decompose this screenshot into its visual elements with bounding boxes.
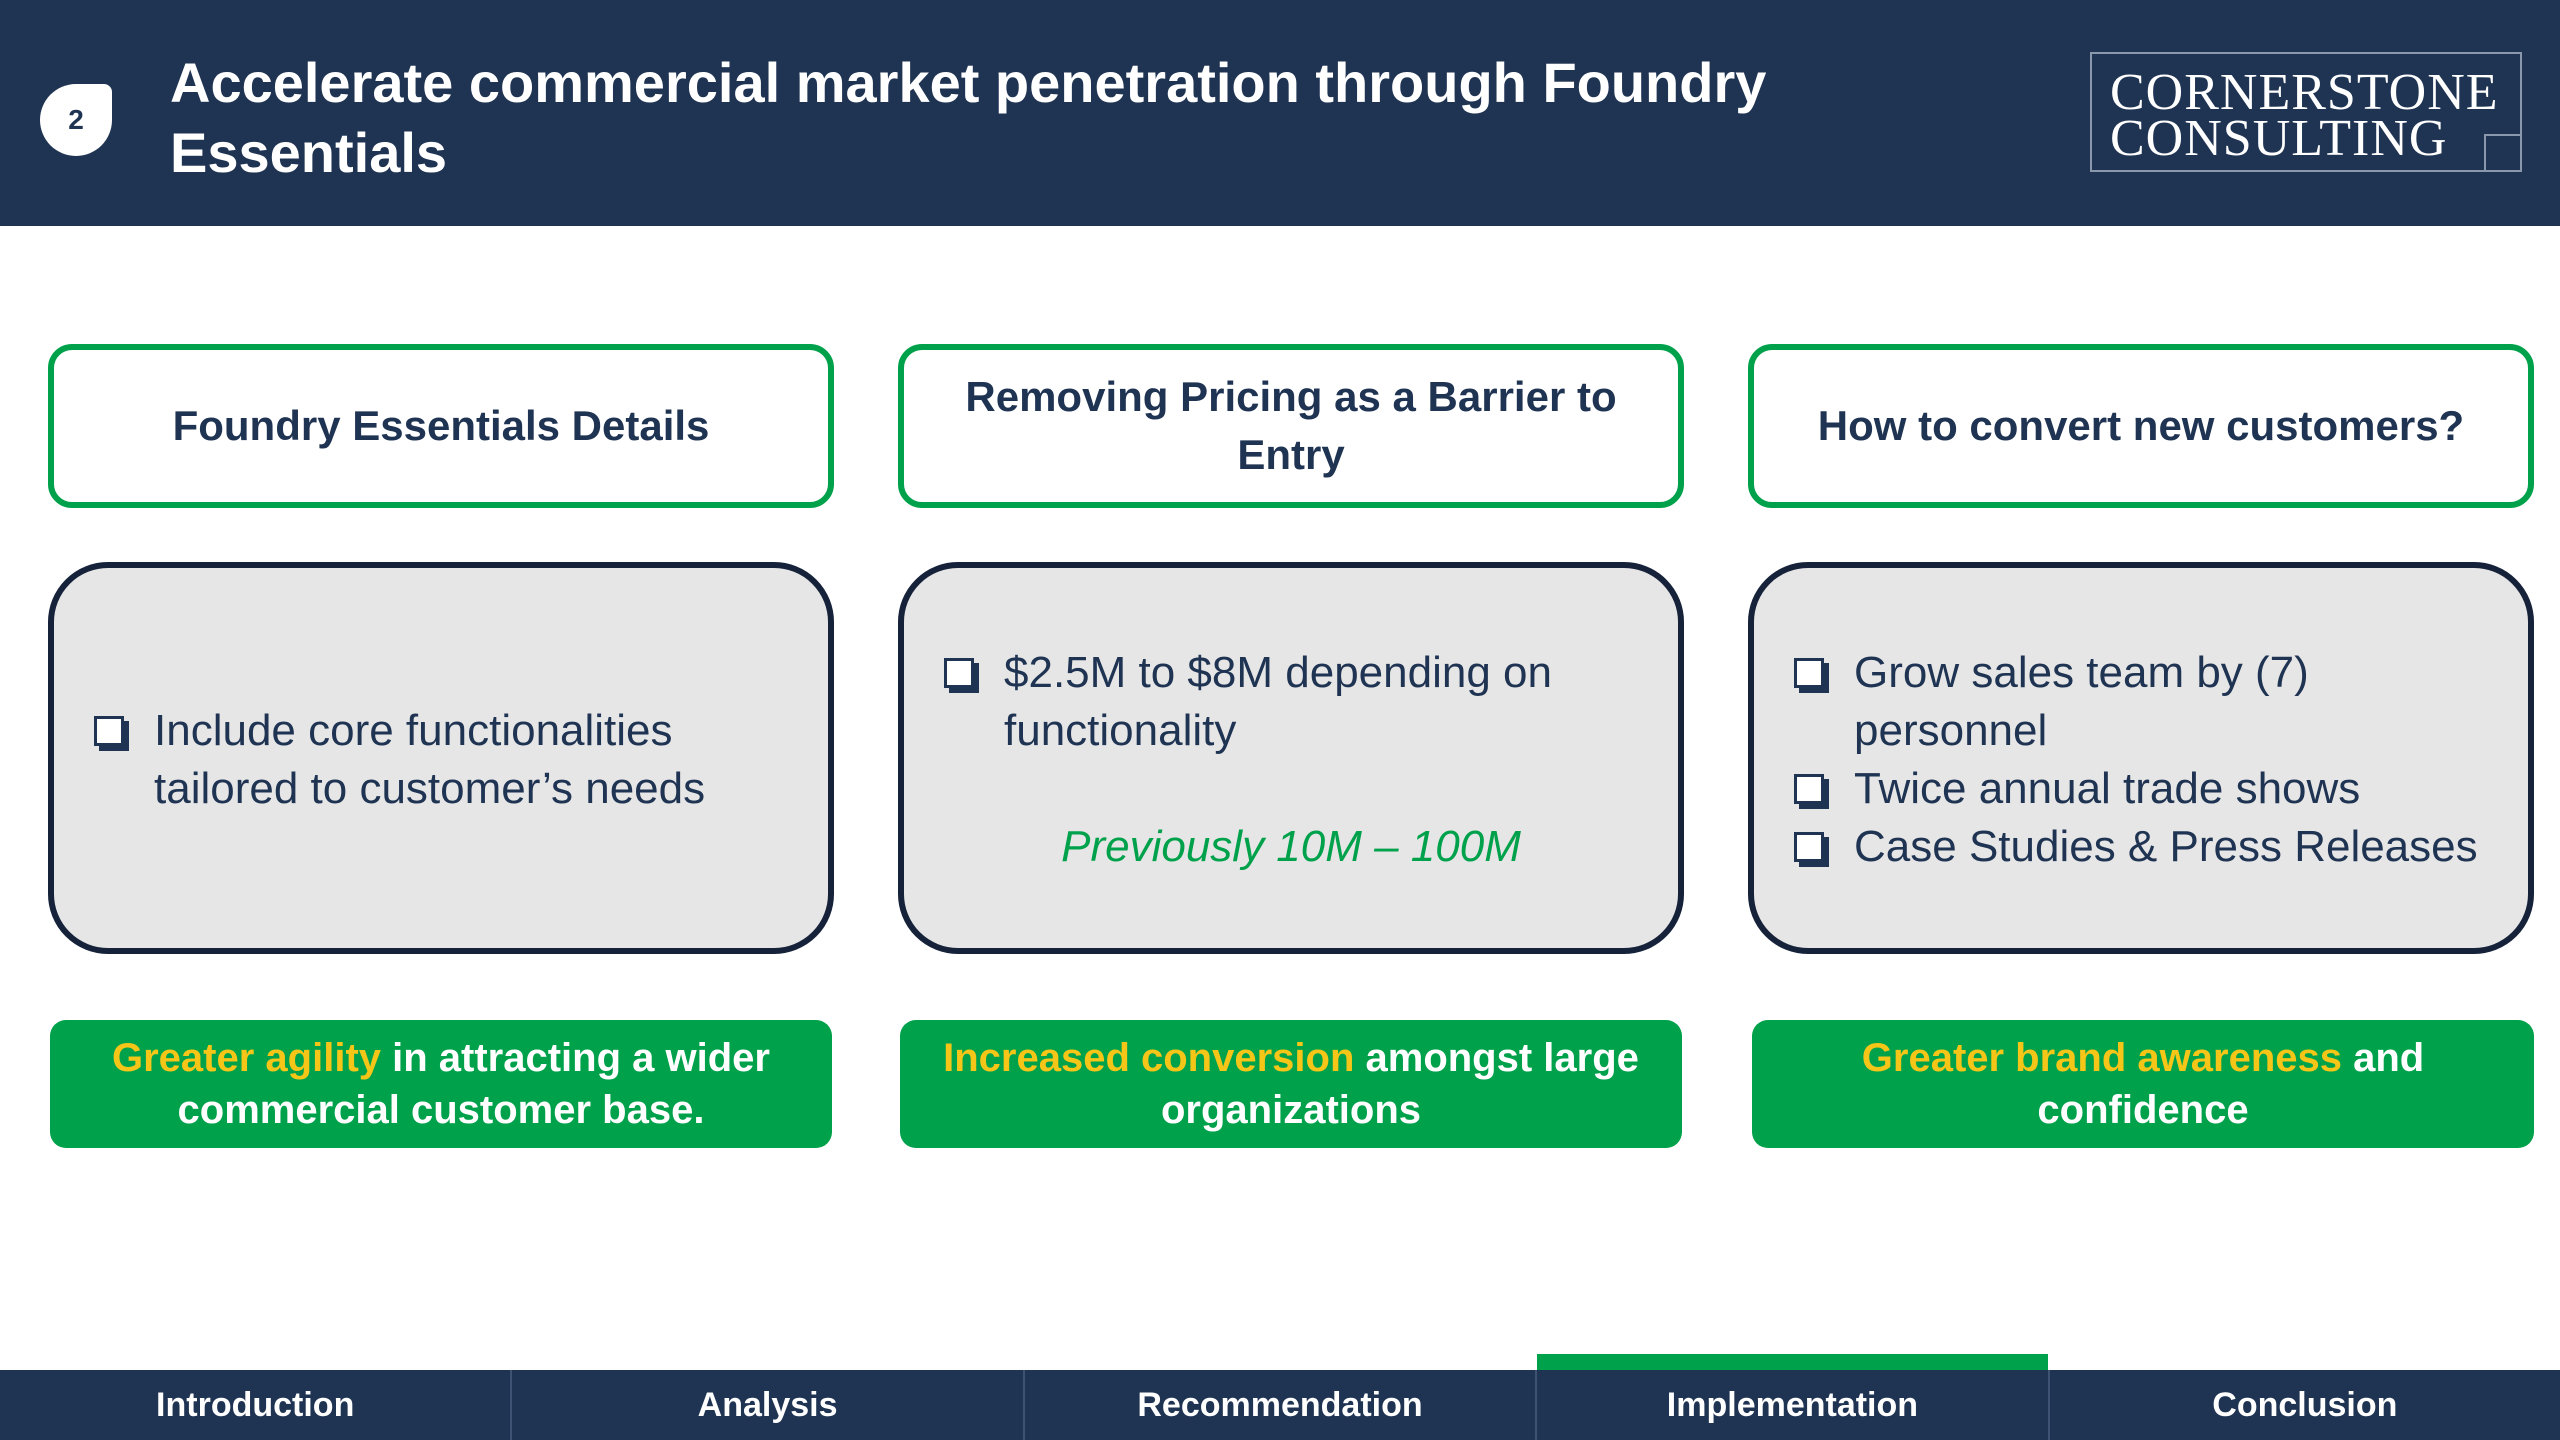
logo-corner-mark [2484,134,2522,172]
nav-tab-conclusion[interactable]: Conclusion [2047,1370,2560,1440]
bullet-item: Grow sales team by (7) personnel [1794,644,2514,760]
nav-tab-recommendation[interactable]: Recommendation [1022,1370,1535,1440]
previous-price-note: Previously 10M – 100M [1061,822,1521,871]
slide-title: Accelerate commercial market penetration… [170,51,1767,184]
outcome-highlight: Increased conversion [943,1036,1355,1080]
company-logo: CORNERSTONE CONSULTING [2090,52,2522,172]
logo-line-1: CORNERSTONE [2110,64,2499,121]
logo-line-2: CONSULTING [2110,110,2448,167]
bullet-list: Grow sales team by (7) personnel Twice a… [1794,644,2514,876]
column-heading-details: Foundry Essentials Details [48,344,834,508]
bullet-item: Twice annual trade shows [1794,760,2514,818]
bullet-list: $2.5M to $8M depending on functionality [944,644,1664,760]
column-heading-convert: How to convert new customers? [1748,344,2534,508]
column-body-details: Include core functionalities tailored to… [48,562,834,954]
nav-tab-introduction[interactable]: Introduction [156,1385,355,1424]
outcome-highlight: Greater agility [112,1036,382,1080]
column-body-convert: Grow sales team by (7) personnel Twice a… [1748,562,2534,954]
column-heading-pricing: Removing Pricing as a Barrier to Entry [898,344,1684,508]
outcome-highlight: Greater brand awareness [1861,1036,2342,1080]
bullet-item: Include core functionalities tailored to… [94,702,794,818]
slide-number-badge: 2 [40,84,112,156]
outcome-text: in attracting a wider commercial custome… [177,1036,770,1132]
bullet-item: Case Studies & Press Releases [1794,818,2514,876]
header-bar: 2 Accelerate commercial market penetrati… [0,0,2560,226]
outcome-text: and confidence [2037,1036,2425,1132]
bullet-list: Include core functionalities tailored to… [94,702,794,818]
bullet-item: $2.5M to $8M depending on functionality [944,644,1664,760]
nav-tab-implementation[interactable]: Implementation [1535,1354,2049,1440]
outcome-banner-conversion: Increased conversion amongst large organ… [900,1020,1682,1148]
column-body-pricing: $2.5M to $8M depending on functionality … [898,562,1684,954]
outcome-text: amongst large organizations [1160,1036,1639,1132]
outcome-banner-brand: Greater brand awareness and confidence [1752,1020,2534,1148]
outcome-banner-agility: Greater agility in attracting a wider co… [50,1020,832,1148]
section-nav-bar: Introduction Analysis Recommendation Imp… [0,1354,2560,1440]
nav-tab-analysis[interactable]: Analysis [510,1370,1022,1440]
